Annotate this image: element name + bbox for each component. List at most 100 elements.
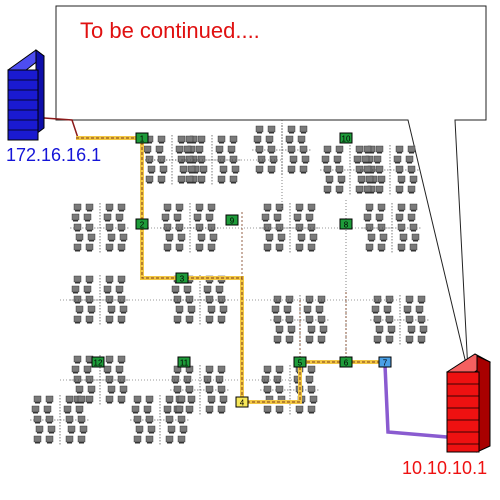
- host-icon: [335, 145, 344, 154]
- router-node-11[interactable]: 11: [177, 356, 191, 368]
- host-icon: [217, 135, 226, 144]
- router-node-9[interactable]: 9: [225, 214, 239, 226]
- host-icon: [385, 295, 394, 304]
- host-icon: [195, 223, 204, 232]
- host-icon: [275, 365, 284, 374]
- router-node-label: 5: [298, 359, 303, 368]
- router-node-8[interactable]: 8: [339, 218, 353, 230]
- router-node-6[interactable]: 6: [339, 356, 353, 368]
- source-server-icon[interactable]: [7, 49, 45, 141]
- host-icon: [83, 365, 92, 374]
- host-icon: [145, 395, 154, 404]
- host-icon: [185, 385, 194, 394]
- host-icon: [73, 243, 82, 252]
- host-icon: [305, 375, 314, 384]
- host-icon: [365, 203, 374, 212]
- host-icon: [267, 145, 276, 154]
- host-icon: [85, 275, 94, 284]
- destination-server-icon[interactable]: [446, 353, 491, 453]
- host-icon: [317, 335, 326, 344]
- host-icon: [133, 395, 142, 404]
- host-icon: [407, 185, 416, 194]
- router-node-3[interactable]: 3: [175, 272, 189, 284]
- router-node-7[interactable]: 7: [378, 356, 392, 368]
- host-icon: [103, 213, 112, 222]
- host-icon: [183, 285, 192, 294]
- host-icon: [145, 435, 154, 444]
- router-node-10[interactable]: 10: [339, 132, 353, 144]
- host-icon: [207, 223, 216, 232]
- host-cluster: [320, 145, 380, 195]
- host-cluster: [70, 355, 130, 405]
- host-icon: [285, 335, 294, 344]
- host-icon: [175, 305, 184, 314]
- host-icon: [87, 305, 96, 314]
- router-node-1[interactable]: 1: [135, 132, 149, 144]
- router-node-label: 4: [240, 399, 245, 408]
- host-icon: [145, 155, 154, 164]
- host-icon: [107, 305, 116, 314]
- host-icon: [315, 305, 324, 314]
- host-icon: [299, 125, 308, 134]
- host-icon: [365, 223, 374, 232]
- host-icon: [103, 285, 112, 294]
- host-icon: [405, 295, 414, 304]
- host-icon: [415, 305, 424, 314]
- router-node-4[interactable]: 4: [235, 396, 249, 408]
- host-icon: [199, 165, 208, 174]
- host-icon: [363, 165, 372, 174]
- host-icon: [157, 175, 166, 184]
- host-icon: [75, 405, 84, 414]
- host-icon: [85, 395, 94, 404]
- host-icon: [409, 243, 418, 252]
- route-paths: [43, 117, 448, 439]
- host-icon: [131, 405, 140, 414]
- router-node-2[interactable]: 2: [135, 218, 149, 230]
- host-icon: [265, 135, 274, 144]
- host-icon: [207, 203, 216, 212]
- host-icon: [171, 285, 180, 294]
- host-icon: [105, 395, 114, 404]
- host-icon: [275, 243, 284, 252]
- host-clusters: [30, 120, 430, 445]
- host-icon: [255, 165, 264, 174]
- router-node-5[interactable]: 5: [293, 356, 307, 368]
- host-icon: [117, 243, 126, 252]
- host-icon: [323, 145, 332, 154]
- route-main-core: [76, 137, 385, 403]
- host-icon: [373, 155, 382, 164]
- host-icon: [217, 405, 226, 414]
- host-icon: [173, 315, 182, 324]
- router-node-label: 7: [383, 359, 388, 368]
- host-cluster: [260, 365, 320, 415]
- callout-bubble: [55, 5, 487, 373]
- router-node-label: 12: [94, 359, 103, 368]
- host-icon: [307, 365, 316, 374]
- host-icon: [287, 165, 296, 174]
- host-cluster: [70, 203, 130, 253]
- host-icon: [295, 203, 304, 212]
- host-icon: [187, 305, 196, 314]
- host-icon: [45, 395, 54, 404]
- host-icon: [163, 405, 172, 414]
- host-icon: [205, 295, 214, 304]
- host-icon: [293, 213, 302, 222]
- host-icon: [85, 223, 94, 232]
- host-icon: [419, 325, 428, 334]
- host-icon: [275, 325, 284, 334]
- host-cluster: [370, 295, 430, 345]
- host-icon: [333, 155, 342, 164]
- host-icon: [395, 145, 404, 154]
- host-icon: [397, 243, 406, 252]
- host-icon: [173, 213, 182, 222]
- host-icon: [197, 233, 206, 242]
- host-icon: [297, 233, 306, 242]
- host-icon: [295, 405, 304, 414]
- host-icon: [105, 243, 114, 252]
- host-icon: [103, 365, 112, 374]
- host-icon: [297, 135, 306, 144]
- host-icon: [403, 305, 412, 314]
- host-icon: [193, 213, 202, 222]
- host-icon: [335, 185, 344, 194]
- router-node-12[interactable]: 12: [91, 356, 105, 368]
